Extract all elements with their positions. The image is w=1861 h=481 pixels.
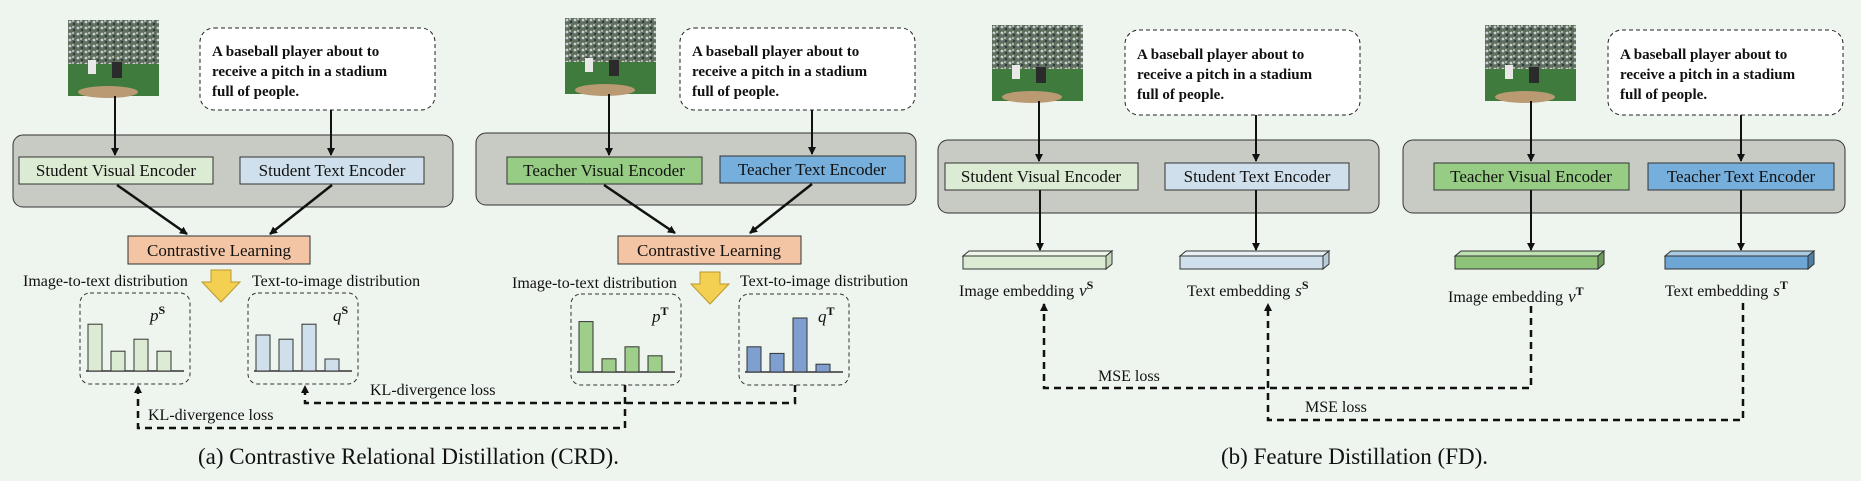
text-input-line: full of people. [1137,87,1224,103]
p-teacher-bar [624,346,640,373]
baseball-photo-2 [565,18,656,96]
p-teacher-bar [601,358,617,373]
text-input-line: A baseball player about to [1620,47,1787,63]
p-student-bar [87,323,103,372]
svg-text:Student Text Encoder: Student Text Encoder [1184,167,1331,186]
down-arrow-icon [200,269,242,303]
text-input-line: receive a pitch in a stadium [692,64,868,80]
text-input-line: full of people. [1620,87,1707,103]
svg-text:Teacher Text Encoder: Teacher Text Encoder [1667,167,1816,186]
i2t-label-student: Image-to-text distribution [23,273,188,290]
mse-loss-label-2: MSE loss [1305,399,1367,416]
contrastive-learning-box-teacher: Contrastive Learning [617,235,802,265]
student-visual-encoder-fd: Student Visual Encoder [944,162,1139,191]
q-teacher-bar [792,317,808,373]
caption-b: (b) Feature Distillation (FD). [1221,444,1488,469]
dist-box-q-student: qS [247,292,359,385]
text-input-box-4: A baseball player about to receive a pit… [1607,29,1844,116]
student-encoder-panel-fd [937,139,1380,214]
student-text-encoder-fd: Student Text Encoder [1164,162,1350,191]
input-arrows [111,94,1745,162]
teacher-visual-encoder-fd: Teacher Visual Encoder [1433,162,1630,191]
caption-a: (a) Contrastive Relational Distillation … [198,444,619,469]
q-student-bar [255,334,271,372]
p-student-bar [133,338,149,372]
svg-text:Contrastive Learning: Contrastive Learning [637,241,781,260]
svg-text:Teacher Visual Encoder: Teacher Visual Encoder [1450,167,1612,186]
q-teacher-bar [815,363,831,373]
embedding-bar-teacher-image [1453,249,1606,271]
svg-text:Contrastive Learning: Contrastive Learning [147,241,291,260]
q-teacher-bar [746,346,762,373]
embedding-bar-teacher-text [1663,249,1816,271]
p-student-bar [156,350,172,372]
q-teacher-bar [769,352,785,373]
q-student-bar [278,338,294,372]
teacher-text-encoder-fd: Teacher Text Encoder [1647,162,1835,191]
student-visual-encoder-crd: Student Visual Encoder [18,156,214,185]
text-input-line: A baseball player about to [212,44,379,60]
teacher-text-encoder-crd: Teacher Text Encoder [719,155,906,184]
p-student-symbol: pS [149,303,166,325]
text-input-box-2: A baseball player about to receive a pit… [679,27,916,111]
i2t-label-teacher: Image-to-text distribution [512,275,677,292]
mse-loss-label-1: MSE loss [1098,368,1160,385]
dist-box-p-student: pS [79,292,191,385]
svg-text:Student Visual Encoder: Student Visual Encoder [961,167,1121,186]
t2i-label-teacher: Text-to-image distribution [740,273,908,290]
dist-box-p-teacher: pT [570,293,682,386]
down-arrow-icon [689,271,731,305]
kl-loss-paths [134,385,797,430]
q-student-bar [324,358,340,372]
embedding-bar-student-image [961,249,1114,271]
baseball-photo-3 [992,25,1083,103]
baseball-photo-4 [1485,25,1576,103]
kl-loss-label-2: KL-divergence loss [148,407,273,424]
embedding-bar-student-text [1178,249,1331,271]
kl-loss-label-1: KL-divergence loss [370,382,495,399]
text-input-box-3: A baseball player about to receive a pit… [1124,29,1361,116]
svg-text:Student Visual Encoder: Student Visual Encoder [36,161,196,180]
text-input-line: A baseball player about to [692,44,859,60]
p-teacher-bar [578,321,594,373]
mse-loss-paths [1040,303,1745,422]
text-input-line: full of people. [212,84,299,100]
text-input-line: A baseball player about to [1137,47,1304,63]
p-teacher-bar [647,355,663,373]
q-teacher-symbol: qT [818,304,835,326]
svg-text:Teacher Text Encoder: Teacher Text Encoder [738,160,887,179]
svg-text:Student Text Encoder: Student Text Encoder [259,161,406,180]
p-student-bar [110,350,126,372]
q-student-bar [301,323,317,372]
text-input-line: full of people. [692,84,779,100]
contrastive-arrows [116,183,813,236]
p-teacher-symbol: pT [651,304,669,326]
t2i-label-student: Text-to-image distribution [252,273,420,290]
svg-text:Teacher Visual Encoder: Teacher Visual Encoder [523,161,685,180]
teacher-visual-encoder-crd: Teacher Visual Encoder [506,156,703,185]
student-text-encoder-crd: Student Text Encoder [239,156,425,185]
text-input-line: receive a pitch in a stadium [212,64,388,80]
text-input-box-1: A baseball player about to receive a pit… [199,27,436,111]
dist-box-q-teacher: qT [738,293,850,386]
q-student-symbol: qS [333,303,349,325]
embedding-arrows [1036,190,1745,251]
text-input-line: receive a pitch in a stadium [1137,67,1313,83]
baseball-photo-1 [68,20,159,98]
contrastive-learning-box-student: Contrastive Learning [127,235,311,265]
text-input-line: receive a pitch in a stadium [1620,67,1796,83]
